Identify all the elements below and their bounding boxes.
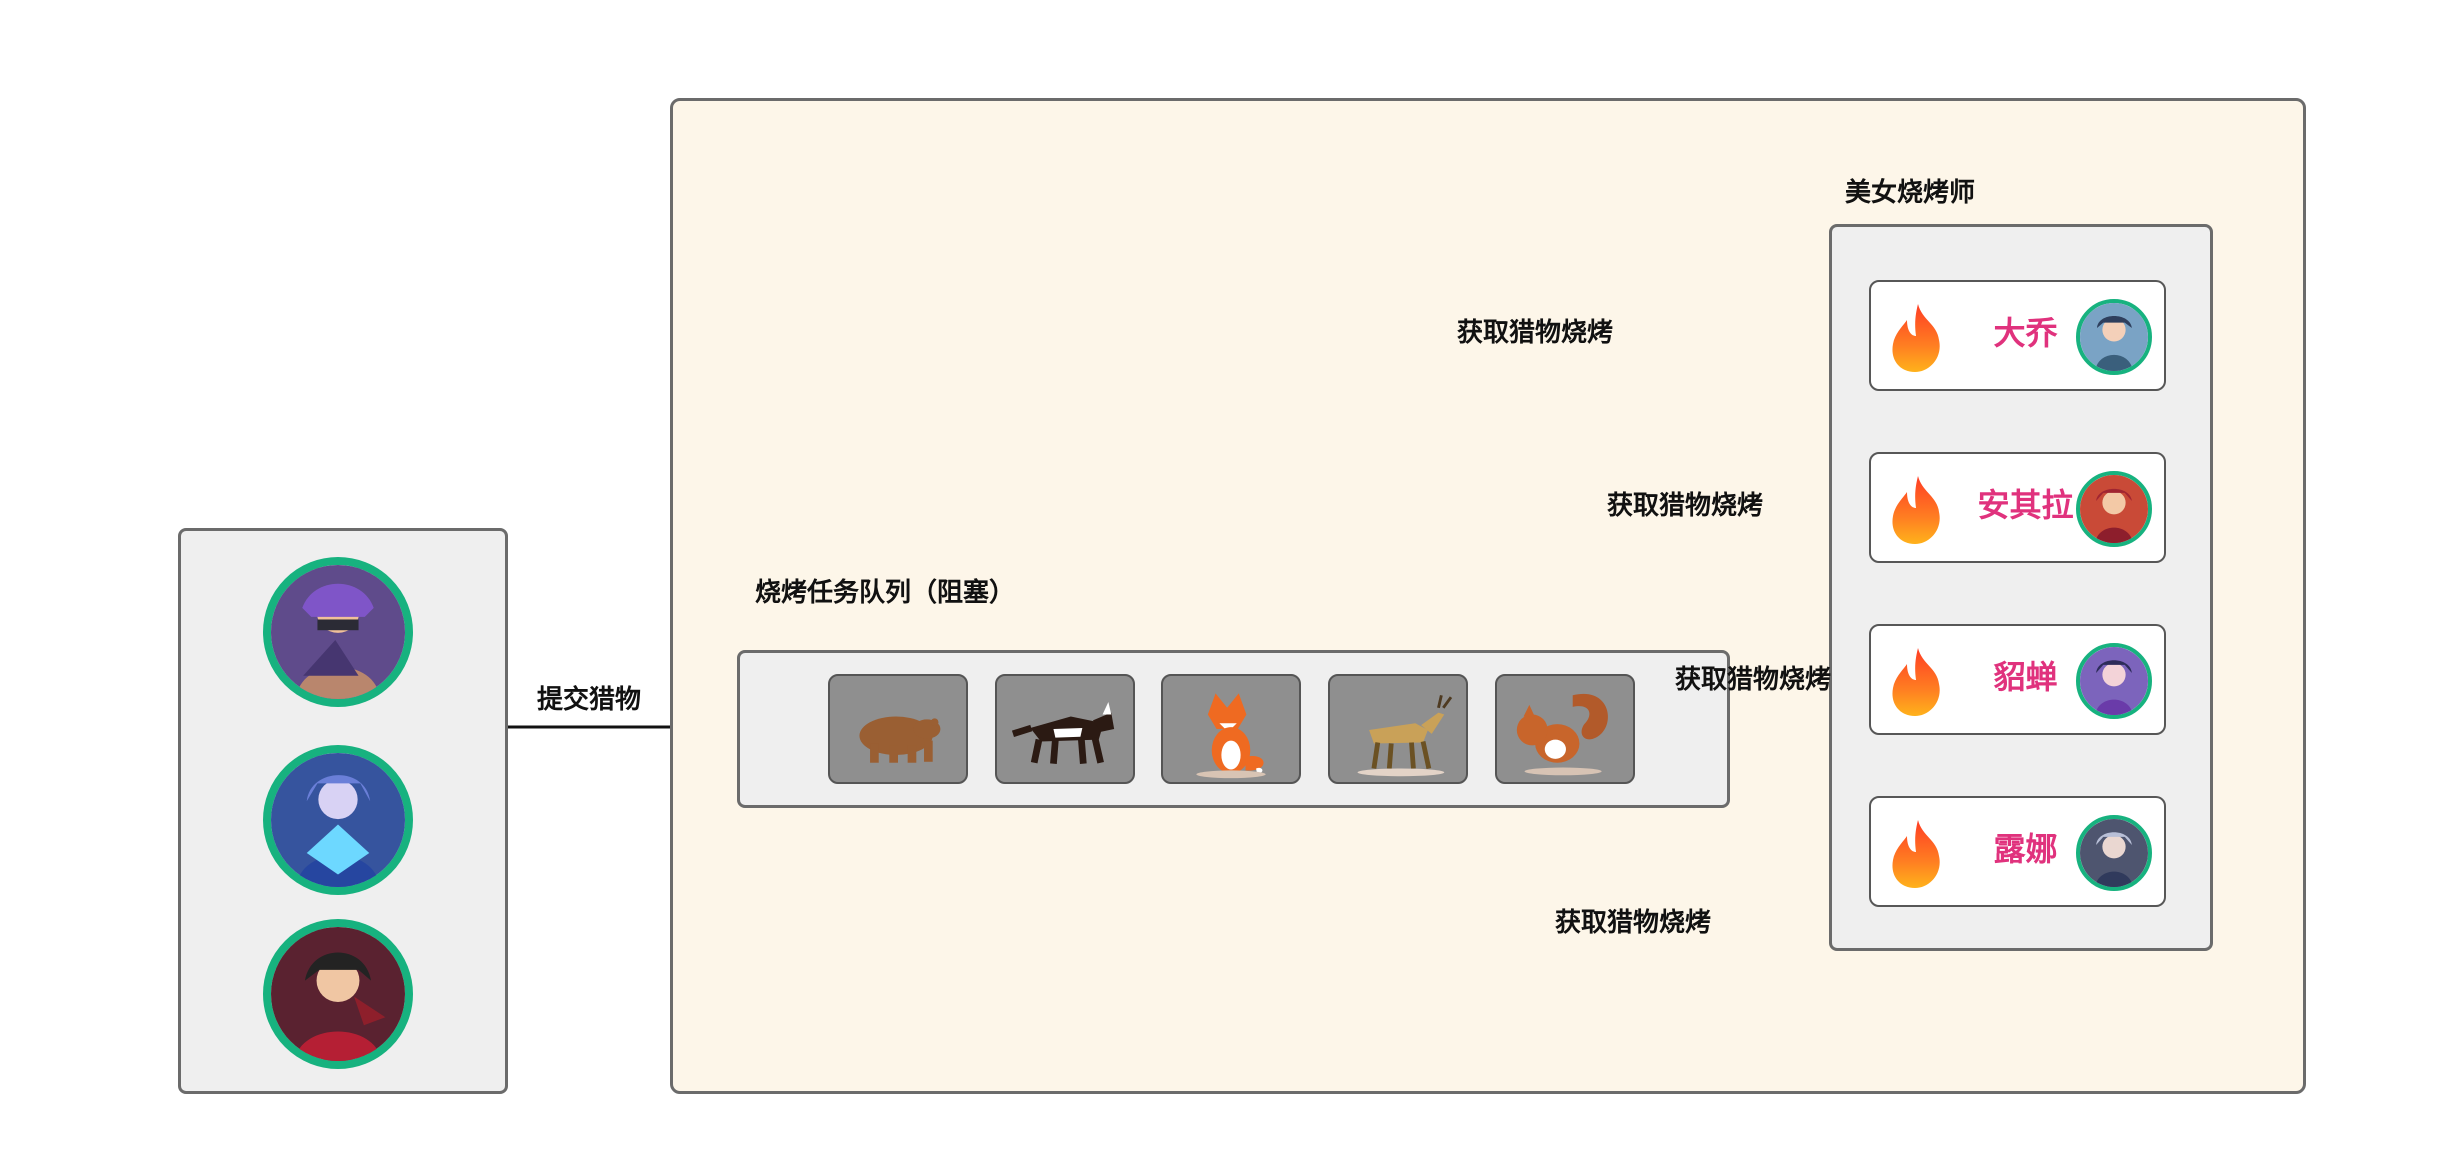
fox-icon bbox=[1196, 693, 1266, 779]
wolf-icon bbox=[1011, 702, 1115, 764]
fire-icon bbox=[1892, 648, 1940, 716]
queue-title: 烧烤任务队列（阻塞） bbox=[755, 578, 1016, 608]
hunter-avatar-icon bbox=[263, 745, 413, 895]
fox-card bbox=[1161, 674, 1301, 784]
chef-card-luna: 露娜 bbox=[1869, 796, 2166, 907]
chef-avatar-anqila bbox=[2076, 471, 2152, 547]
squirrel-card bbox=[1495, 674, 1635, 784]
wolf-card bbox=[995, 674, 1135, 784]
chef-card-anqila: 安其拉 bbox=[1869, 452, 2166, 563]
fire-icon bbox=[1892, 476, 1940, 544]
fetch-prey-label-diaochan: 获取猎物烧烤 bbox=[1675, 665, 1832, 695]
chef-avatar-daqiao bbox=[2076, 299, 2152, 375]
deer-icon bbox=[1357, 694, 1453, 777]
fire-icon bbox=[1892, 820, 1940, 888]
chef-panel-title: 美女烧烤师 bbox=[1845, 178, 1976, 208]
fetch-prey-label-anqila: 获取猎物烧烤 bbox=[1607, 491, 1764, 521]
chef-name-luna: 露娜 bbox=[1993, 830, 2058, 868]
squirrel-icon bbox=[1516, 693, 1608, 776]
chef-avatar-luna bbox=[2076, 815, 2152, 891]
chef-name-daqiao: 大乔 bbox=[1993, 314, 2058, 352]
hunter-avatar-icon bbox=[263, 557, 413, 707]
chef-avatar-diaochan bbox=[2076, 643, 2152, 719]
chef-name-diaochan: 貂蝉 bbox=[1993, 658, 2058, 696]
fetch-prey-label-luna: 获取猎物烧烤 bbox=[1555, 908, 1712, 938]
fetch-prey-label-daqiao: 获取猎物烧烤 bbox=[1457, 318, 1614, 348]
submit-prey-label: 提交猎物 bbox=[537, 685, 642, 715]
bear-icon bbox=[859, 716, 941, 763]
hunter-avatar-icon bbox=[263, 919, 413, 1069]
deer-card bbox=[1328, 674, 1468, 784]
chef-card-daqiao: 大乔 bbox=[1869, 280, 2166, 391]
bear-card bbox=[828, 674, 968, 784]
fire-icon bbox=[1892, 304, 1940, 372]
chef-card-diaochan: 貂蝉 bbox=[1869, 624, 2166, 735]
chef-name-anqila: 安其拉 bbox=[1977, 486, 2074, 524]
